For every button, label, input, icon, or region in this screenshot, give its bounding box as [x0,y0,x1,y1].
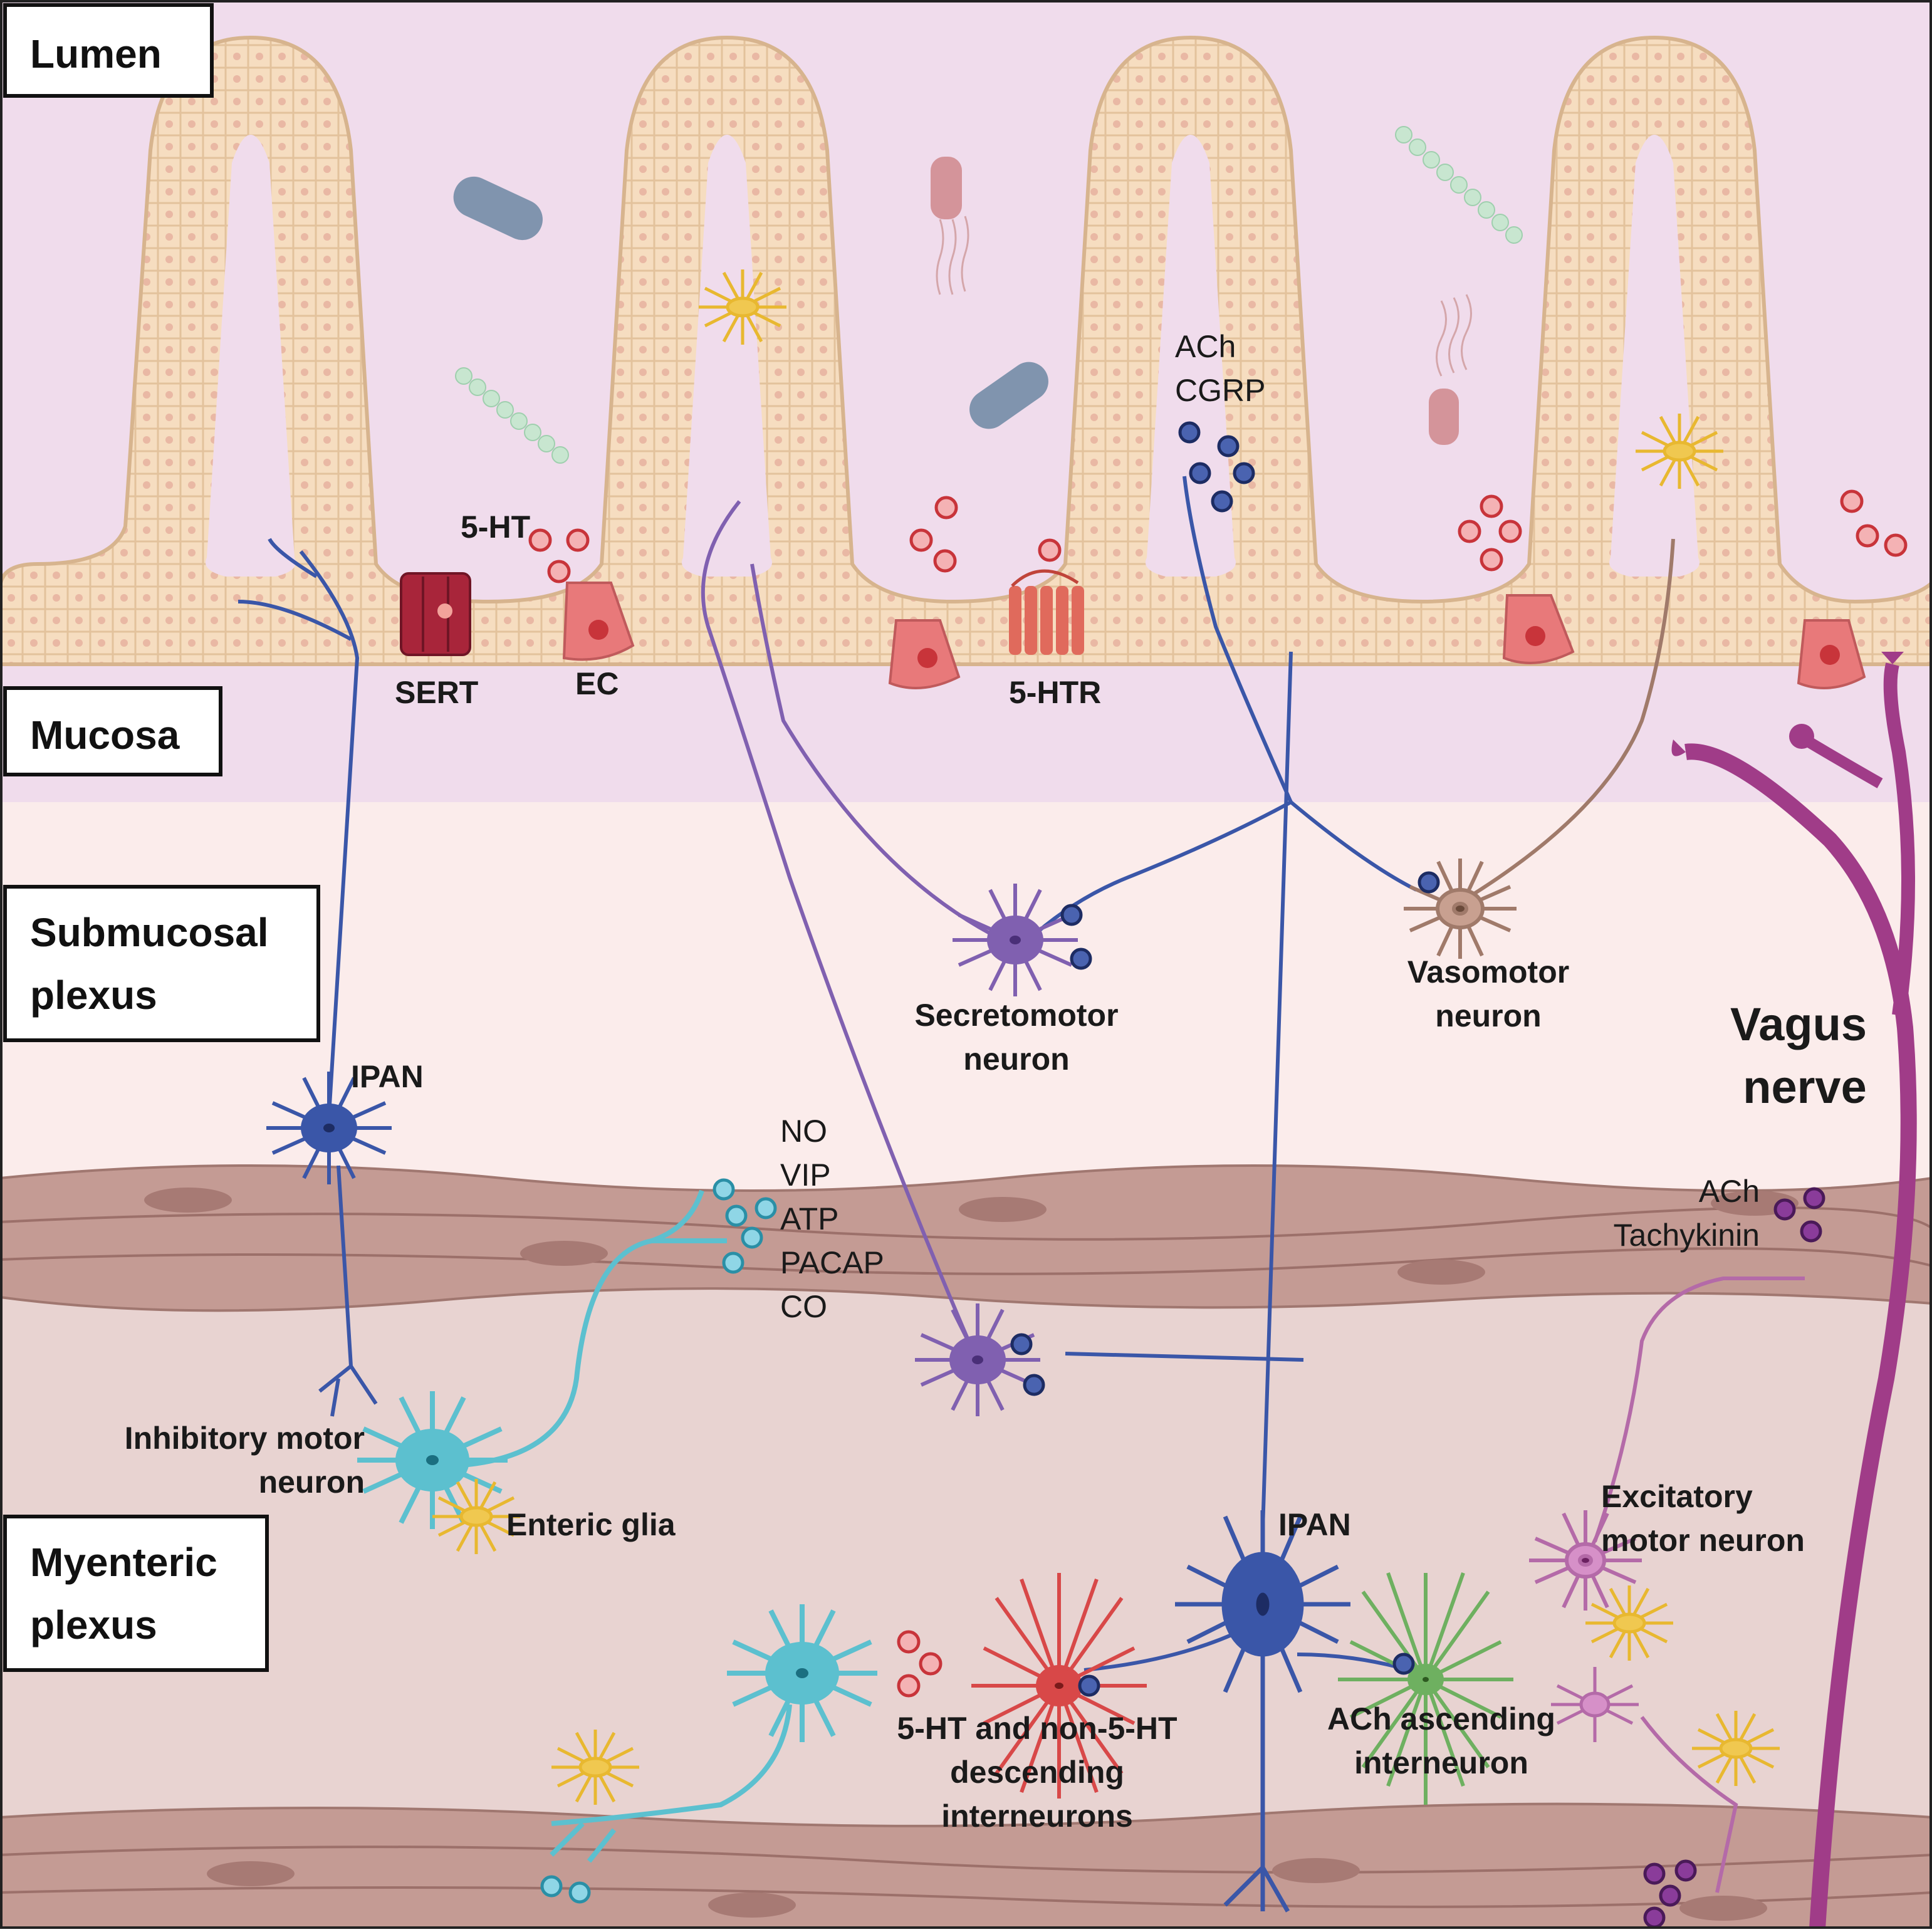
vip-label: VIP [780,1157,831,1193]
neuron-processes [238,476,1805,1893]
enteric-glia-cells [432,269,1780,1805]
secretomotor-label-line1: Secretomotor [914,998,1118,1033]
excitatory-motor-label-line1: Excitatory [1601,1479,1753,1514]
secretomotor-label-line2: neuron [963,1042,1069,1077]
vagus-label-line2: nerve [1743,1061,1866,1113]
acetylcholine-vesicles [1010,421,1440,1697]
vagus-nerve [1671,652,1917,1929]
ascending-interneuron [1338,1572,1513,1805]
enteric-glia-label: Enteric glia [506,1507,676,1542]
ach-label: ACh [1175,329,1236,364]
descending-label-line2: descending [950,1755,1124,1790]
myenteric-label-line1: Myenteric [30,1540,217,1585]
region-label-lumen: Lumen [3,3,214,98]
gut-bacteria [453,126,1523,464]
circular-muscle-layer [0,1164,1932,1312]
secretomotor-neuron [953,884,1078,996]
ipan-myenteric-label: IPAN [1278,1507,1351,1542]
mucosa-label: Mucosa [30,713,180,758]
sert-transporter-icon [400,572,471,656]
vagus-label-line1: Vagus [1730,998,1867,1050]
descending-label-line3: interneurons [941,1799,1133,1834]
ascending-label-line1: ACh ascending [1327,1701,1555,1736]
myenteric-label-line2: plexus [30,1602,157,1647]
cgrp-label: CGRP [1175,373,1265,408]
inhibitory-motor-label-line2: neuron [259,1465,365,1500]
region-label-submucosal-plexus: Submucosal plexus [3,885,320,1042]
myenteric-secretomotor-neuron [915,1303,1040,1416]
ipan-myenteric-neuron [1175,1510,1350,1913]
myenteric-inhibitory-neuron [727,1604,877,1742]
descending-label-line1: 5-HT and non-5-HT [897,1711,1177,1746]
region-label-mucosa: Mucosa [3,686,222,776]
enterochromaffin-cells [562,582,1866,689]
serotonin-receptor-icon [1009,569,1084,655]
epithelium-villi [0,35,1932,666]
vasomotor-label-line2: neuron [1435,998,1541,1033]
ascending-label-line2: interneuron [1354,1745,1528,1780]
longitudinal-muscle-layer [0,1802,1932,1930]
serotonin-label: 5-HT [461,509,530,545]
no-label: NO [780,1114,827,1149]
pacap-label: PACAP [780,1245,884,1280]
tachykinin-label: Tachykinin [1614,1218,1760,1253]
serotonin-receptor-label: 5-HTR [1009,675,1101,710]
inhibitory-motor-label-line1: Inhibitory motor [125,1421,365,1456]
submucosal-label-line1: Submucosal [30,910,269,955]
ach-excitatory-label: ACh [1699,1174,1760,1209]
tachykinin-vesicles [1643,1187,1825,1929]
vasomotor-label-line1: Vasomotor [1407,954,1569,989]
inhibitory-motor-neuron [357,1391,508,1529]
ec-label: EC [575,666,619,701]
excitatory-motor-neuron [1529,1510,1642,1611]
sert-label: SERT [395,675,478,710]
neuron-bodies [266,859,1642,1913]
co-label: CO [780,1289,827,1324]
excitatory-motor-label-line2: motor neuron [1601,1523,1805,1558]
ipan-submucosal-label: IPAN [351,1059,424,1094]
vasomotor-neuron [1404,859,1517,959]
excitatory-motor-neuron-lower [1551,1667,1639,1742]
atp-label: ATP [780,1201,839,1236]
submucosal-label-line2: plexus [30,973,157,1018]
inhibitory-mediator-vesicles [540,1178,777,1904]
lumen-label: Lumen [30,31,162,76]
region-label-myenteric-plexus: Myenteric plexus [3,1515,269,1672]
serotonin-vesicles [528,489,1908,1698]
ipan-submucosal-neuron [266,1072,392,1184]
